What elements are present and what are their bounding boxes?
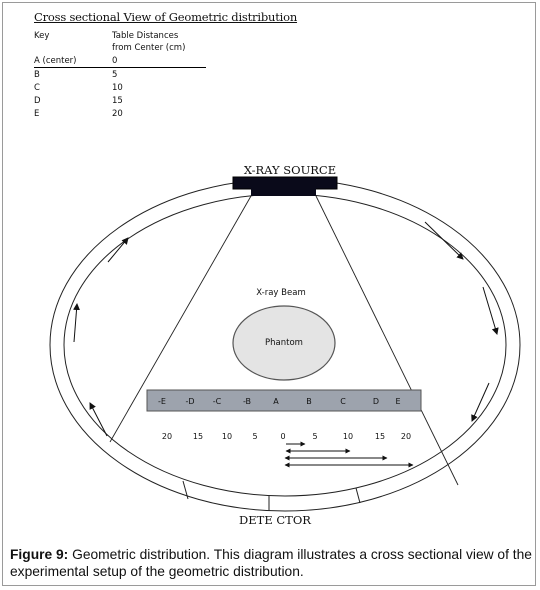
distance-label: 20 [162, 432, 172, 441]
table-cell-key: B [34, 70, 40, 80]
table-cell-key: C [34, 83, 40, 93]
table-position-bar [146, 389, 422, 412]
table-cell-distance: 10 [112, 83, 123, 93]
bar-position-label: -C [213, 397, 222, 406]
rotation-arrow-lower-left [89, 402, 108, 437]
table-row: D 15 [34, 96, 214, 108]
bar-position-label: A [273, 397, 279, 406]
rotation-arrow-right [482, 286, 499, 335]
key-table-header-distance-line1: Table Distances [112, 31, 179, 41]
table-row: B 5 [34, 70, 214, 82]
distance-labels: 20 15 10 5 0 5 10 15 20 [162, 432, 411, 441]
table-row: C 10 [34, 83, 214, 95]
key-table-header-distance-line2: from Center (cm) [112, 43, 186, 53]
phantom [232, 305, 336, 381]
rotation-arrow-upper-right [424, 221, 464, 260]
bar-position-label: E [395, 397, 400, 406]
bar-position-label: C [340, 397, 346, 406]
distance-label: 15 [375, 432, 385, 441]
bar-position-label: -B [243, 397, 251, 406]
xray-source-collimator [251, 188, 316, 196]
table-row: E 20 [34, 109, 214, 121]
figure-frame [2, 2, 536, 586]
distance-label: 0 [280, 432, 285, 441]
table-cell-key: A (center) [34, 56, 77, 66]
table-cell-key: D [34, 96, 41, 106]
table-cell-distance: 15 [112, 96, 123, 106]
key-table-header-key: Key [34, 31, 50, 41]
distance-label: 15 [193, 432, 203, 441]
caption-text: Geometric distribution. This diagram ill… [10, 547, 532, 579]
table-position-labels: -E -D -C -B A B C D E [158, 397, 401, 406]
distance-label: 5 [312, 432, 317, 441]
detector-segment-left [182, 480, 189, 500]
bar-position-label: -D [185, 397, 194, 406]
table-cell-key: E [34, 109, 40, 119]
beam-edge-right [315, 195, 459, 486]
distance-label: 20 [401, 432, 411, 441]
detector-segment-right [355, 487, 361, 504]
table-cell-distance: 0 [112, 56, 118, 66]
rotation-arrow-upper-left [107, 237, 129, 263]
xray-source-label: X-RAY SOURCE [244, 163, 336, 177]
table-divider [34, 67, 206, 68]
xray-source-housing [232, 176, 338, 190]
beam-edge-left [109, 195, 252, 443]
caption-label: Figure 9: [10, 547, 69, 562]
distance-label: 10 [222, 432, 232, 441]
figure-caption: Figure 9: Geometric distribution. This d… [10, 546, 532, 580]
rotation-arrow-left [73, 303, 81, 343]
distance-label: 5 [252, 432, 257, 441]
rotation-arrow-lower-right [471, 382, 490, 422]
bar-position-label: D [373, 397, 379, 406]
distance-label: 10 [343, 432, 353, 441]
table-cell-distance: 5 [112, 70, 118, 80]
figure-title: Cross sectional View of Geometric distri… [34, 10, 298, 24]
phantom-label: Phantom [265, 338, 303, 348]
xray-beam-label: X-ray Beam [256, 288, 305, 298]
table-row: A (center) 0 [34, 56, 214, 68]
bar-position-label: -E [158, 397, 166, 406]
bar-position-label: B [306, 397, 312, 406]
detector-label: DETE CTOR [239, 513, 311, 527]
table-cell-distance: 20 [112, 109, 123, 119]
